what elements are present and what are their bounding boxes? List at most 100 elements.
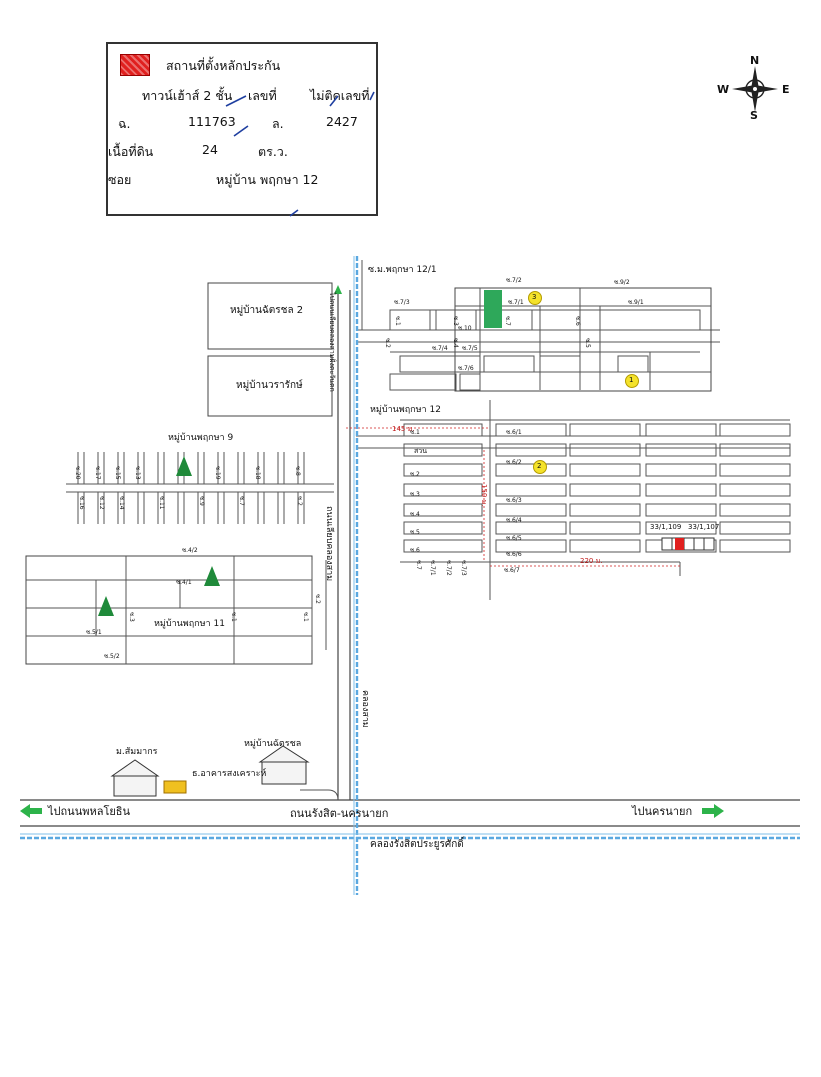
marker-2: [533, 460, 547, 474]
soi-label: ซ.1: [302, 612, 309, 622]
label-bank: ธ.อาคารสงเคราะห์: [192, 769, 267, 779]
soi-label: ซ.3: [452, 316, 459, 326]
label-d220: 220 ม.: [580, 557, 603, 565]
marker-3-label: 3: [532, 293, 537, 301]
bank-icon: [163, 780, 187, 794]
label-pruksa12: หมู่บ้านพฤกษา 12: [370, 405, 441, 415]
soi-label: ซ.7: [415, 560, 422, 570]
soi-label: ซ.4: [452, 338, 459, 348]
soi-label: ซ.9/2: [614, 279, 630, 286]
soi-label: ซ.5: [584, 338, 591, 348]
soi-label: ซ.3: [410, 491, 420, 498]
green-lot: [484, 290, 502, 328]
label-wararak: หมู่บ้านวรารักษ์: [236, 380, 303, 391]
land-no-label: ล.: [272, 116, 284, 131]
soi-label: ซ.1: [410, 429, 420, 436]
soi-label: ซ.4/1: [176, 579, 192, 586]
soi-label: ซ.7: [504, 316, 511, 326]
soi-label: ซ.16: [78, 496, 85, 510]
soi-label: ซ.2: [314, 594, 321, 604]
soi-label: ซ.6/1: [506, 429, 522, 436]
soi-label: ซ.18: [254, 466, 261, 480]
soi-label: ซ.6/5: [506, 535, 522, 542]
label-main-road: ถนนรังสิต-นครนายก: [290, 807, 389, 820]
soi-label: ซ.20: [74, 466, 81, 480]
soi-label: ซ.17: [94, 466, 101, 480]
land-no-value: 2427: [326, 114, 358, 129]
soi-label: ซ.9/1: [628, 299, 644, 306]
tree-icons: [98, 456, 220, 616]
label-unit-2: 33/1,107: [688, 523, 720, 531]
soi-label: ซ.6/3: [506, 497, 522, 504]
label-canal-main: คลองรังสิตประยูรศักดิ์: [370, 839, 464, 850]
collateral-swatch: [120, 54, 150, 76]
soi-label: ซ.7/2: [445, 560, 452, 576]
soi-label: ซ.1: [230, 612, 237, 622]
label-d150: 150 ม.: [480, 484, 488, 507]
label-pruksa12-1: ซ.ม.พฤกษา 12/1: [368, 265, 437, 275]
soi-label: ซ.4: [410, 511, 420, 518]
soi-label: ซ.10: [458, 325, 472, 332]
label-school: ม.สัมมากร: [116, 747, 158, 757]
soi-label: ซ.1: [394, 316, 401, 326]
soi-label: ซอย: [108, 172, 132, 187]
deed-label: ฉ.: [118, 116, 131, 131]
soi-label: ซ.3: [128, 612, 135, 622]
label-side-road: ไปถนนเลียบคลองสามฝั่งตะวันตก: [328, 292, 336, 392]
label-chatchon2: หมู่บ้านฉัตรชล 2: [230, 305, 304, 316]
soi-label: ซ.12: [98, 496, 105, 510]
soi-label: ซ.6/2: [506, 459, 522, 466]
soi-label: ซ.5/1: [86, 629, 102, 636]
soi-label: ซ.14: [118, 496, 125, 510]
soi-label: ซ.2: [296, 496, 303, 506]
house-type: ทาวน์เฮ้าส์ 2 ชั้น: [142, 88, 233, 103]
soi-label: ซ.4/2: [182, 547, 198, 554]
label-canal-side: คลองสาม: [360, 690, 370, 728]
house-no-label: เลขที่: [248, 88, 277, 103]
soi-label: ซ.15: [114, 466, 121, 480]
soi-label: ซ.11: [158, 496, 165, 510]
soi-label: ซ.19: [214, 466, 221, 480]
soi-label: ซ.5: [410, 529, 420, 536]
soi-label: ซ.6/4: [506, 517, 522, 524]
pen-ticks: [225, 91, 375, 217]
legend-title: สถานที่ตั้งหลักประกัน: [166, 58, 281, 73]
soi-label: ซ.8: [294, 466, 301, 476]
compass-e: E: [782, 83, 790, 96]
soi-label: ซ.13: [134, 466, 141, 480]
soi-label: ซ.7/3: [394, 299, 410, 306]
label-park: สวน: [414, 447, 427, 455]
house-icons: [110, 745, 310, 797]
deed-value: 111763: [188, 114, 236, 129]
soi-label: ซ.7/3: [460, 560, 467, 576]
label-pruksa11: หมู่บ้านพฤกษา 11: [154, 619, 225, 629]
soi-label: ซ.7/2: [506, 277, 522, 284]
marker-1: [625, 374, 639, 388]
soi-label: ซ.7/6: [458, 365, 474, 372]
soi-label: ซ.6: [574, 316, 581, 326]
compass-rose: N S E W: [714, 54, 794, 122]
soi-label: ซ.7/4: [432, 345, 448, 352]
soi-label: ซ.7/1: [429, 560, 436, 576]
label-to-east: ไปนครนายก: [632, 805, 693, 818]
area-unit: ตร.ว.: [258, 144, 288, 159]
label-unit-1: 33/1,109: [650, 523, 682, 531]
area-value: 24: [202, 142, 218, 157]
collateral-lot: [661, 537, 715, 551]
compass-s: S: [750, 109, 758, 122]
soi-label: ซ.2: [384, 338, 391, 348]
compass-n: N: [750, 54, 760, 67]
soi-label: ซ.6: [410, 547, 420, 554]
label-chatchon: หมู่บ้านฉัตรชล: [244, 739, 302, 749]
soi-label: ซ.2: [410, 471, 420, 478]
soi-label: ซ.7/5: [462, 345, 478, 352]
label-d145: 145 ม.: [392, 425, 415, 433]
area-label: เนื้อที่ดิน: [108, 144, 154, 159]
compass-w: W: [717, 83, 730, 96]
soi-label: ซ.7/1: [508, 299, 524, 306]
marker-1-label: 1: [629, 376, 634, 384]
soi-label: ซ.7: [238, 496, 245, 506]
soi-label: ซ.5/2: [104, 653, 120, 660]
legend-box: สถานที่ตั้งหลักประกัน ทาวน์เฮ้าส์ 2 ชั้น…: [106, 42, 378, 217]
